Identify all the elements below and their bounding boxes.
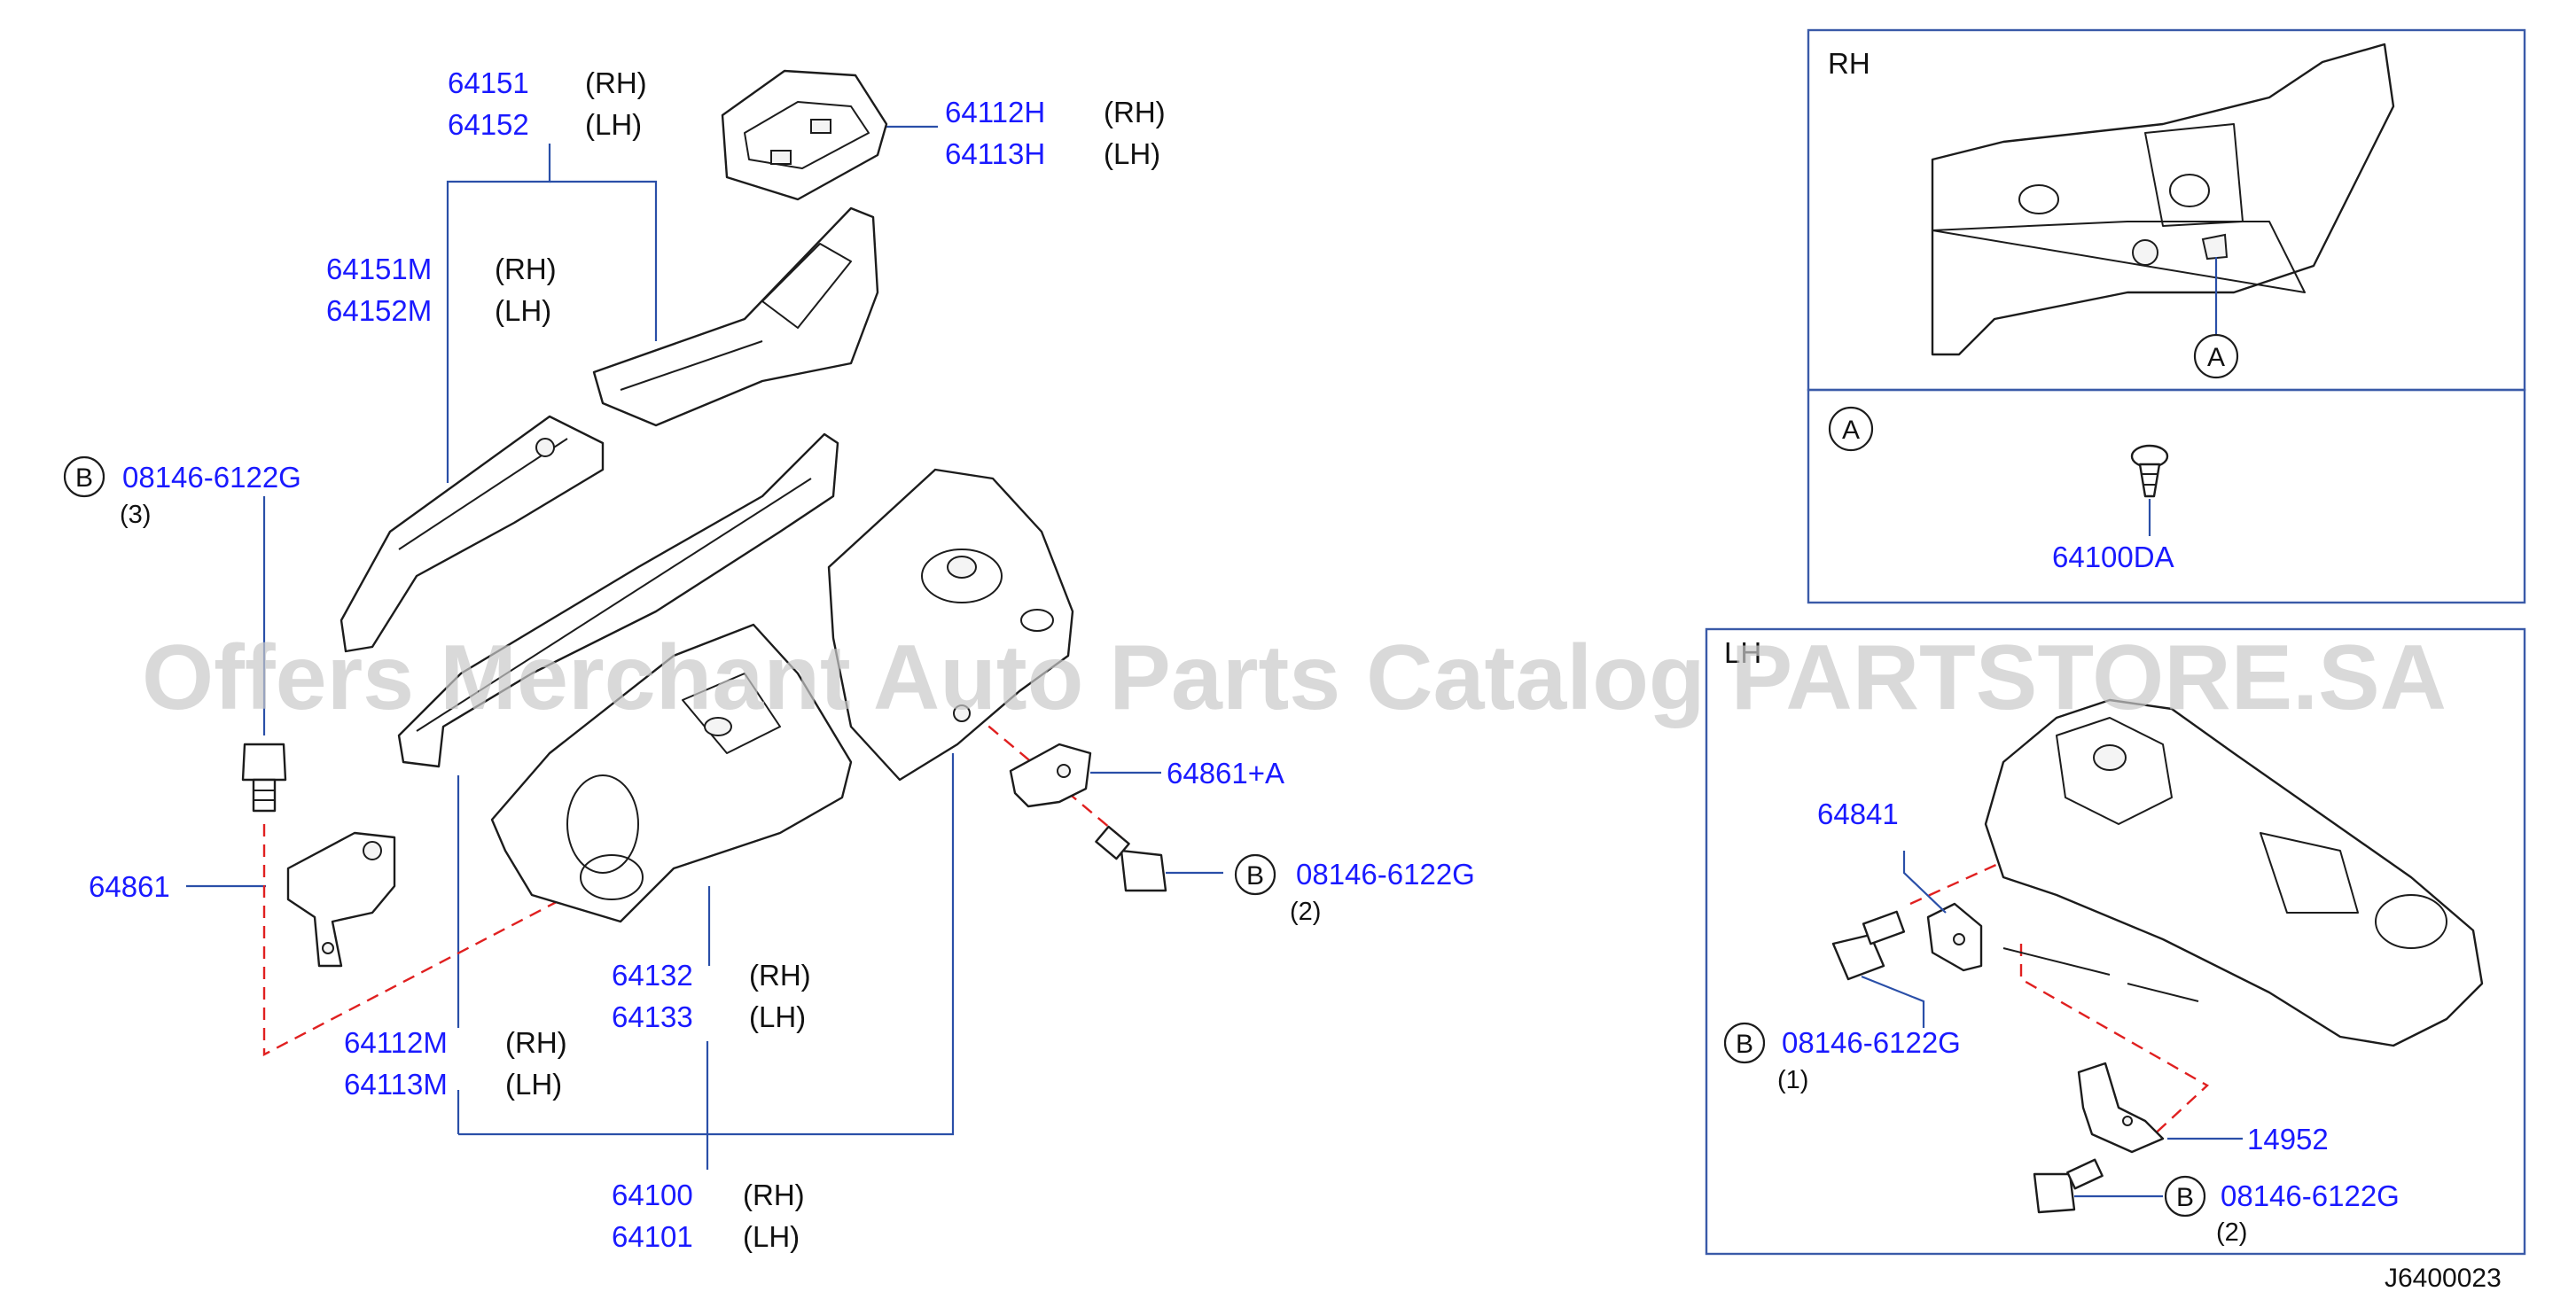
- part-number-08146-6122g[interactable]: 08146-6122G: [1296, 858, 1475, 891]
- side-label: (RH): [495, 253, 557, 285]
- part-number-64100[interactable]: 64100: [612, 1179, 693, 1211]
- a-badge-label: A: [1842, 416, 1860, 445]
- callout-64861a[interactable]: 64861+A: [1167, 757, 1284, 790]
- quantity: (2): [2216, 1218, 2247, 1247]
- part-number-08146-6122g[interactable]: 08146-6122G: [122, 461, 301, 494]
- part-number-64151[interactable]: 64151: [448, 66, 529, 99]
- callout-64133[interactable]: 64133 (LH): [612, 1000, 806, 1033]
- part-64861-bracket[interactable]: [286, 831, 396, 968]
- part-64132-apron[interactable]: [490, 623, 853, 923]
- rh-box-title: RH: [1828, 47, 1870, 80]
- bolt-lh-1[interactable]: [1831, 910, 1906, 981]
- part-64151-rail[interactable]: [592, 206, 879, 427]
- quantity: (2): [1290, 898, 1321, 926]
- callout-bolt-mid[interactable]: B 08146-6122G (2): [1234, 853, 1475, 926]
- b-badge: [63, 455, 105, 498]
- callout-64112h[interactable]: 64112H (RH): [945, 96, 1166, 128]
- callout-64151m[interactable]: 64151M (RH): [326, 253, 557, 285]
- callout-64100da[interactable]: 64100DA: [2052, 541, 2174, 573]
- callout-14952[interactable]: 14952: [2247, 1123, 2329, 1155]
- part-number-08146-6122g[interactable]: 08146-6122G: [2221, 1179, 2400, 1212]
- part-number-64113h[interactable]: 64113H: [945, 137, 1045, 170]
- part-64100-hood-ledge[interactable]: [827, 468, 1074, 782]
- rh-ref-a[interactable]: A: [2193, 333, 2239, 379]
- b-badge: [1234, 853, 1276, 896]
- part-number-64113m[interactable]: 64113M: [344, 1068, 448, 1101]
- side-label: (LH): [743, 1220, 800, 1253]
- part-64112h-bracket[interactable]: [721, 69, 888, 201]
- callout-64113m[interactable]: 64113M (LH): [344, 1068, 562, 1101]
- bolt-mid[interactable]: [1095, 825, 1167, 892]
- quantity: (3): [120, 501, 151, 529]
- watermark-text: Offers Merchant Auto Parts Catalog PARTS…: [142, 626, 2447, 729]
- part-64151m-rail[interactable]: [340, 415, 605, 653]
- part-number-64132[interactable]: 64132: [612, 959, 693, 992]
- part-number-64861[interactable]: 64861: [89, 870, 170, 903]
- side-label: (LH): [505, 1068, 562, 1101]
- b-badge-label: B: [2176, 1183, 2194, 1212]
- callout-64151[interactable]: 64151 (RH): [448, 66, 647, 99]
- callout-64132[interactable]: 64132 (RH): [612, 959, 811, 992]
- diagram-code: J6400023: [2385, 1264, 2502, 1293]
- rh-view-box: [1807, 28, 2526, 392]
- side-label: (RH): [1104, 96, 1166, 128]
- part-number-64133[interactable]: 64133: [612, 1000, 693, 1033]
- callout-bolt-lh-1[interactable]: B 08146-6122G (1): [1723, 1022, 1961, 1094]
- callout-bolt-lh-2[interactable]: B 08146-6122G (2): [2164, 1175, 2400, 1247]
- part-64112m-member[interactable]: [397, 432, 839, 768]
- part-number-64152m[interactable]: 64152M: [326, 294, 432, 327]
- quantity: (1): [1777, 1066, 1808, 1094]
- part-64861a-bracket[interactable]: [1009, 743, 1092, 808]
- callout-bolt-top[interactable]: B 08146-6122G (3): [63, 455, 301, 529]
- callout-64101[interactable]: 64101 (LH): [612, 1220, 800, 1253]
- side-label: (LH): [585, 108, 642, 141]
- side-label: (LH): [749, 1000, 806, 1033]
- part-number-64152[interactable]: 64152: [448, 108, 529, 141]
- part-number-64112h[interactable]: 64112H: [945, 96, 1045, 128]
- callout-64841[interactable]: 64841: [1817, 798, 1899, 830]
- side-label: (RH): [505, 1026, 567, 1059]
- side-label: (RH): [743, 1179, 805, 1211]
- b-badge: [2164, 1175, 2206, 1218]
- lh-box-title: LH: [1724, 636, 1761, 669]
- b-badge: [1723, 1022, 1766, 1064]
- side-label: (LH): [1104, 137, 1160, 170]
- part-number-64151m[interactable]: 64151M: [326, 253, 432, 285]
- clip-64100da[interactable]: [2130, 444, 2169, 498]
- bolt-lh-2[interactable]: [2033, 1158, 2104, 1214]
- part-number-08146-6122g[interactable]: 08146-6122G: [1782, 1026, 1961, 1059]
- detail-a-box: [1807, 388, 2526, 604]
- callout-64112m[interactable]: 64112M (RH): [344, 1026, 567, 1059]
- side-label: (RH): [749, 959, 811, 992]
- side-label: (RH): [585, 66, 647, 99]
- lh-view-box: [1705, 627, 2526, 1256]
- part-number-64100da[interactable]: 64100DA: [2052, 541, 2174, 573]
- a-badge: [1828, 406, 1874, 452]
- detail-a-header: A: [1828, 406, 1874, 452]
- part-14952-bracket[interactable]: [2077, 1062, 2165, 1154]
- b-badge-label: B: [1736, 1030, 1753, 1059]
- part-number-64112m[interactable]: 64112M: [344, 1026, 448, 1059]
- bolt-top[interactable]: [241, 743, 287, 813]
- side-label: (LH): [495, 294, 551, 327]
- a-badge-label: A: [2207, 343, 2225, 372]
- callout-64113h[interactable]: 64113H (LH): [945, 137, 1160, 170]
- b-badge-label: B: [75, 463, 93, 493]
- part-number-64841[interactable]: 64841: [1817, 798, 1899, 830]
- part-number-14952[interactable]: 14952: [2247, 1123, 2329, 1155]
- part-64841-bracket[interactable]: [1926, 902, 1983, 972]
- part-number-64101[interactable]: 64101: [612, 1220, 693, 1253]
- part-number-64861a[interactable]: 64861+A: [1167, 757, 1284, 790]
- callout-64152m[interactable]: 64152M (LH): [326, 294, 551, 327]
- a-badge: [2193, 333, 2239, 379]
- callout-64100[interactable]: 64100 (RH): [612, 1179, 805, 1211]
- b-badge-label: B: [1246, 861, 1264, 891]
- callout-64152[interactable]: 64152 (LH): [448, 108, 642, 141]
- callout-64861[interactable]: 64861: [89, 870, 170, 903]
- leader-lines: [186, 125, 1223, 1170]
